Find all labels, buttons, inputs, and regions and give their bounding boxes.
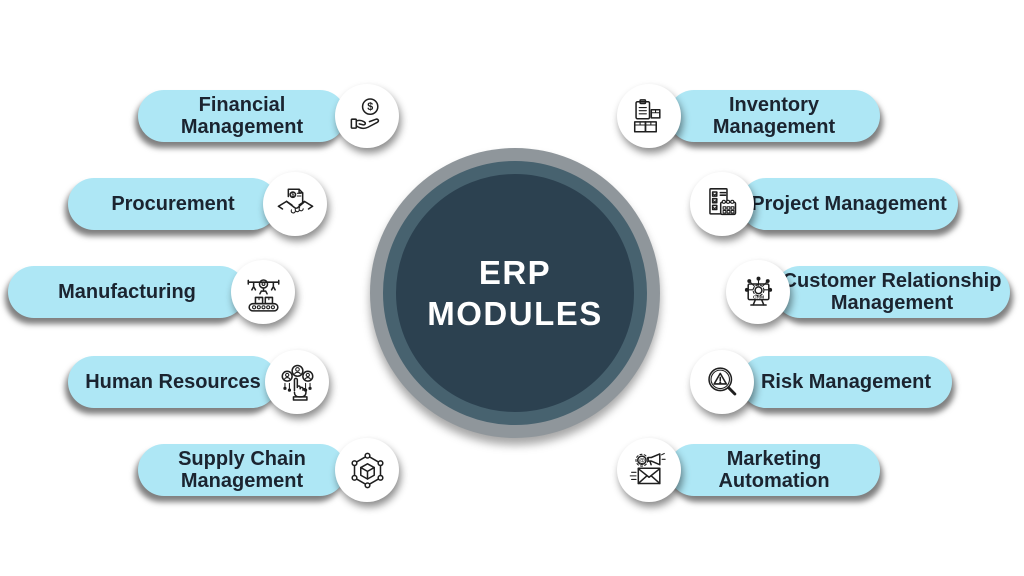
module-pill-project-management: Project Management bbox=[740, 178, 958, 230]
clipboard-boxes-icon bbox=[617, 84, 681, 148]
svg-text:@: @ bbox=[638, 457, 644, 464]
conveyor-robot-icon bbox=[231, 260, 295, 324]
module-pill-human-resources: Human Resources bbox=[68, 356, 278, 408]
module-pill-customer-relationship-management: Customer Relationship Management bbox=[774, 266, 1010, 318]
module-label: Human Resources bbox=[85, 371, 261, 393]
handshake-contract-icon: $ bbox=[263, 172, 327, 236]
module-pill-procurement: Procurement bbox=[68, 178, 278, 230]
module-label: Customer Relationship Management bbox=[782, 270, 1002, 314]
svg-text:$: $ bbox=[367, 101, 373, 113]
svg-text:CRM: CRM bbox=[752, 294, 763, 300]
module-pill-risk-management: Risk Management bbox=[740, 356, 952, 408]
module-label: Supply Chain Management bbox=[178, 448, 306, 492]
crm-monitor-icon: CRM bbox=[726, 260, 790, 324]
diagram-title: ERP MODULES bbox=[427, 253, 603, 332]
module-label: Project Management bbox=[751, 193, 947, 215]
hand-coin-icon: $ bbox=[335, 84, 399, 148]
checklist-calendar-icon bbox=[690, 172, 754, 236]
module-pill-inventory-management: Inventory Management bbox=[668, 90, 880, 142]
module-pill-marketing-automation: Marketing Automation bbox=[668, 444, 880, 496]
people-selection-icon bbox=[265, 350, 329, 414]
warning-magnifier-icon bbox=[690, 350, 754, 414]
email-megaphone-icon: @ bbox=[617, 438, 681, 502]
module-label: Risk Management bbox=[760, 371, 932, 393]
module-label: Marketing Automation bbox=[718, 448, 830, 492]
module-label: Procurement bbox=[111, 193, 235, 215]
module-pill-manufacturing: Manufacturing bbox=[8, 266, 246, 318]
module-pill-supply-chain-management: Supply Chain Management bbox=[138, 444, 346, 496]
svg-text:$: $ bbox=[291, 192, 294, 198]
module-label: Inventory Management bbox=[712, 94, 836, 138]
module-label: Financial Management bbox=[180, 94, 304, 138]
erp-center-circle: ERP MODULES bbox=[383, 161, 647, 425]
module-pill-financial-management: Financial Management bbox=[138, 90, 346, 142]
module-label: Manufacturing bbox=[58, 281, 196, 303]
box-network-icon bbox=[335, 438, 399, 502]
